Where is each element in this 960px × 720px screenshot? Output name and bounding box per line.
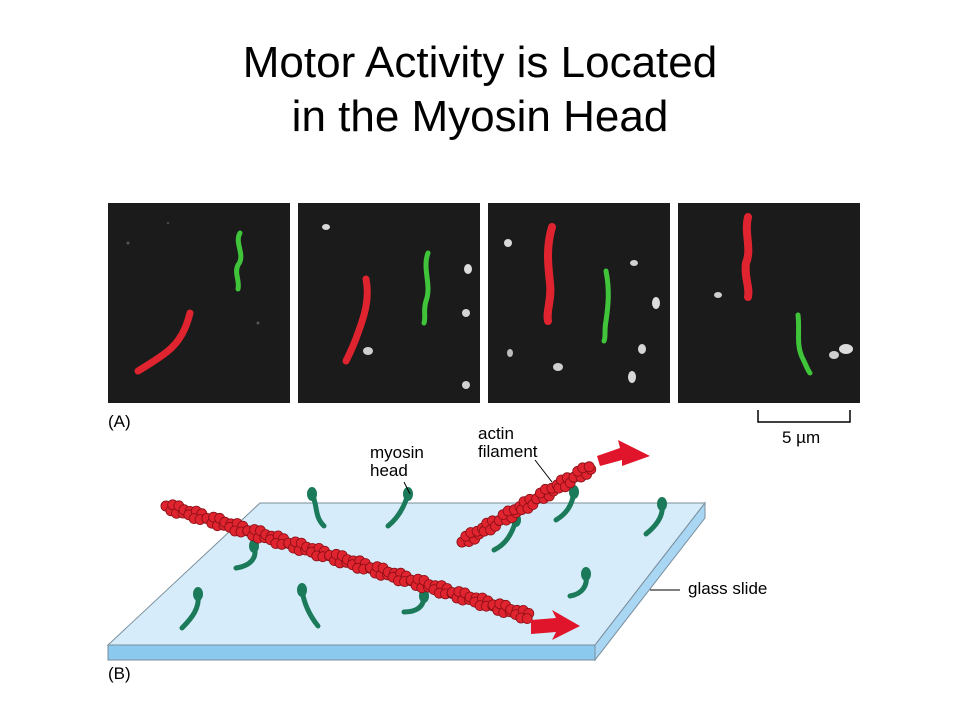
micrograph-1-image (126, 221, 260, 375)
myosin-callout-line-2: head (370, 461, 408, 480)
glass-slide-side-edge (594, 501, 706, 662)
scale-bar-label: 5 µm (782, 428, 821, 447)
bright-particle (628, 371, 636, 383)
bright-particle (630, 260, 638, 266)
actin-filament-short (456, 461, 597, 548)
myosin-head-bulb (297, 583, 307, 597)
actin-leader-line (534, 459, 553, 483)
bright-particle (714, 292, 722, 298)
micrograph-3-image (504, 223, 660, 383)
micrograph-2-image (322, 224, 472, 389)
myosin-head-callout: myosin head (370, 444, 424, 480)
bright-particle (652, 297, 660, 309)
red-filament (342, 275, 371, 365)
actin-filament-long (160, 499, 535, 624)
green-filament (421, 250, 431, 326)
green-filament (601, 268, 611, 344)
green-filament (234, 230, 244, 292)
bright-particle (462, 309, 470, 317)
bright-particle (322, 224, 330, 230)
actin-bead (583, 461, 595, 473)
actin-bead (521, 613, 533, 624)
myosin-callout-line-1: myosin (370, 443, 424, 462)
myosin-head-bulbs (193, 485, 667, 603)
movement-arrow-short-filament (597, 440, 650, 466)
background-speck (166, 221, 170, 225)
glass-slide-front-edge (107, 644, 596, 661)
bright-particle (363, 347, 373, 355)
bright-particle (638, 344, 646, 354)
bright-particle (829, 351, 839, 359)
micrograph-frame-3 (488, 203, 670, 403)
red-filament (543, 223, 556, 325)
micrograph-frame-1 (108, 203, 290, 403)
micrograph-4-image (714, 213, 853, 376)
bright-particle (504, 239, 512, 247)
glass-slide-callout: glass slide (688, 579, 768, 598)
actin-callout-line-2: filament (478, 442, 538, 461)
green-filament (795, 312, 813, 376)
movement-arrow-long-filament (531, 610, 580, 640)
myosin-head-bulb (193, 587, 203, 601)
red-filament (741, 213, 753, 301)
myosin-leader-line (403, 481, 411, 495)
title-line-1: Motor Activity is Located (242, 38, 718, 87)
actin-callout-line-1: actin (478, 424, 514, 443)
myosin-head-bulb (403, 487, 413, 501)
panel-a-label: (A) (108, 412, 131, 431)
panel-b-label: (B) (108, 664, 131, 683)
scale-bar (757, 410, 851, 423)
red-filament (134, 309, 194, 375)
bright-particle (839, 344, 853, 354)
bright-particle (464, 264, 472, 274)
myosin-head-bulb (307, 487, 317, 501)
bright-particle (553, 363, 563, 371)
micrograph-frame-4 (678, 203, 860, 403)
bright-particle (462, 381, 470, 389)
background-speck (126, 241, 130, 245)
myosin-head-bulb (569, 485, 579, 499)
micrograph-frame-2 (298, 203, 480, 403)
myosin-head-bulb (581, 567, 591, 581)
bright-particle (507, 349, 513, 357)
actin-filament-callout: actin filament (478, 425, 538, 461)
background-speck (256, 321, 260, 325)
slide-title: Motor Activity is Located in the Myosin … (0, 36, 960, 144)
myosin-head-bulb (657, 497, 667, 511)
title-line-2: in the Myosin Head (291, 92, 669, 141)
